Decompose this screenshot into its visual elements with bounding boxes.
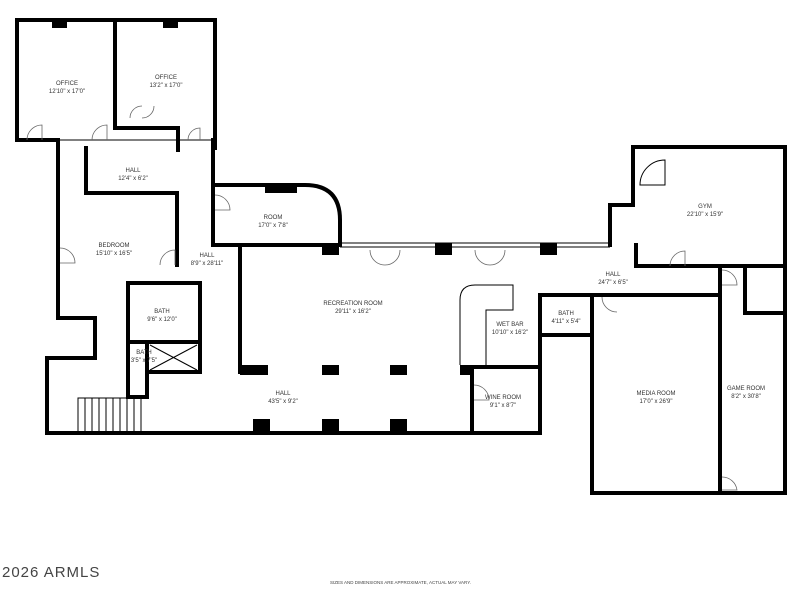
room-label-bath-3: BATH 4'11" x 5'4" <box>551 310 580 326</box>
room-size: 4'11" x 5'4" <box>551 319 581 325</box>
room-name: WET BAR <box>496 322 524 328</box>
room-size: 9'1" x 8'7" <box>489 403 517 409</box>
room-name: WINE ROOM <box>485 395 521 401</box>
watermark: 2026 ARMLS <box>2 564 101 581</box>
room-label-bath-2: BATH 3'5" x 7'5" <box>131 349 157 365</box>
room-label-gym: GYM 22'10" x 15'9" <box>687 203 723 219</box>
room-size: 17'0" x 26'9" <box>639 399 673 405</box>
room-label-hall-2: HALL 8'9" x 28'11" <box>191 252 223 268</box>
room-size: 22'10" x 15'9" <box>686 212 724 218</box>
disclaimer: SIZES AND DIMENSIONS ARE APPROXIMATE, AC… <box>330 580 471 585</box>
room-size: 17'0" x 7'8" <box>258 223 288 229</box>
room-name: BATH <box>558 311 574 317</box>
room-size: 13'2" x 17'0" <box>149 83 183 89</box>
room-name: BEDROOM <box>98 243 130 249</box>
room-name: HALL <box>199 253 215 259</box>
room-size: 8'9" x 28'11" <box>190 261 224 267</box>
room-label-game-room: GAME ROOM 8'2" x 30'8" <box>727 385 765 401</box>
room-size: 15'10" x 16'5" <box>95 251 133 257</box>
room-name: HALL <box>125 168 141 174</box>
room-label-room: ROOM 17'0" x 7'8" <box>258 214 288 230</box>
room-label-wet-bar: WET BAR 10'10" x 16'2" <box>492 321 528 337</box>
room-size: 8'2" x 30'8" <box>731 394 761 400</box>
room-label-wine-room: WINE ROOM 9'1" x 8'7" <box>485 394 521 410</box>
room-size: 43'5" x 9'2" <box>268 399 298 405</box>
room-size: 12'10" x 17'0" <box>48 89 86 95</box>
room-size: 12'4" x 6'2" <box>118 176 148 182</box>
room-label-recreation-room: RECREATION ROOM 29'11" x 16'2" <box>323 300 382 316</box>
room-name: MEDIA ROOM <box>636 391 676 397</box>
room-label-office-1: OFFICE 12'10" x 17'0" <box>49 80 85 96</box>
room-label-media-room: MEDIA ROOM 17'0" x 26'9" <box>636 390 675 406</box>
room-label-hall-4: HALL 24'7" x 6'5" <box>598 271 628 287</box>
room-size: 10'10" x 16'2" <box>491 330 529 336</box>
room-name: OFFICE <box>56 81 78 87</box>
room-label-bath-1: BATH 9'6" x 12'0" <box>147 308 177 324</box>
room-label-office-2: OFFICE 13'2" x 17'0" <box>150 74 183 90</box>
room-size: 3'5" x 7'5" <box>130 358 158 364</box>
room-name: RECREATION ROOM <box>323 301 383 307</box>
room-name: BATH <box>154 309 170 315</box>
room-name: HALL <box>605 272 621 278</box>
room-name: GYM <box>698 204 712 210</box>
room-label-bedroom: BEDROOM 15'10" x 16'5" <box>96 242 132 258</box>
room-size: 24'7" x 6'5" <box>598 280 628 286</box>
room-label-hall-3: HALL 43'5" x 9'2" <box>268 390 298 406</box>
room-name: BATH <box>136 350 152 356</box>
room-name: ROOM <box>263 215 283 221</box>
room-label-hall-1: HALL 12'4" x 6'2" <box>118 167 148 183</box>
room-name: GAME ROOM <box>726 386 766 392</box>
room-size: 9'6" x 12'0" <box>147 317 177 323</box>
room-name: OFFICE <box>155 75 177 81</box>
room-size: 29'11" x 16'2" <box>335 309 371 315</box>
room-name: HALL <box>275 391 291 397</box>
